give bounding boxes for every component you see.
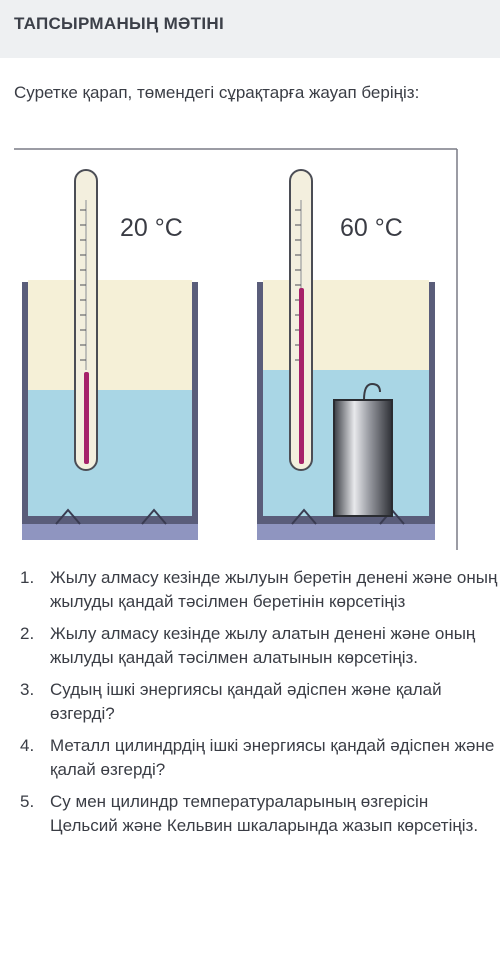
question-text: Жылу алмасу кезінде жылуын беретін денен… bbox=[50, 568, 498, 611]
right-air bbox=[263, 280, 429, 370]
left-thermometer bbox=[74, 169, 98, 471]
left-air bbox=[28, 280, 192, 390]
question-text: Металл цилиндрдің ішкі энергиясы қандай … bbox=[50, 736, 495, 779]
left-water bbox=[28, 390, 192, 516]
question-number: 4. bbox=[20, 736, 35, 755]
metal-cylinder bbox=[333, 382, 393, 517]
list-item: 3. Судың ішкі энергиясы қандай әдіспен жә… bbox=[20, 678, 500, 726]
left-temperature-label: 20 °C bbox=[120, 214, 183, 242]
right-mercury-column bbox=[299, 288, 304, 464]
left-mercury-column bbox=[84, 372, 89, 464]
list-item: 5. Су мен цилиндр температураларының өзге… bbox=[20, 790, 500, 838]
cylinder-body bbox=[333, 399, 393, 517]
question-number: 3. bbox=[20, 680, 35, 699]
question-text: Су мен цилиндр температураларының өзгері… bbox=[50, 792, 479, 835]
task-header: ТАПСЫРМАНЫҢ МӘТІНІ bbox=[0, 0, 500, 58]
right-beaker bbox=[257, 280, 435, 540]
experiment-figure: 20 °C 60 °C bbox=[14, 148, 458, 550]
left-thermometer-ticks bbox=[80, 209, 86, 361]
question-text: Жылу алмасу кезінде жылу алатын денені ж… bbox=[50, 624, 476, 667]
right-thermometer bbox=[289, 169, 313, 471]
list-item: 1. Жылу алмасу кезінде жылуын беретін ден… bbox=[20, 566, 500, 614]
right-stand bbox=[257, 524, 435, 540]
question-number: 1. bbox=[20, 568, 35, 587]
right-temperature-label: 60 °C bbox=[340, 214, 403, 242]
question-number: 2. bbox=[20, 624, 35, 643]
question-number: 5. bbox=[20, 792, 35, 811]
question-list: 1. Жылу алмасу кезінде жылуын беретін ден… bbox=[20, 566, 500, 846]
left-beaker bbox=[22, 280, 198, 540]
question-text: Судың ішкі энергиясы қандай әдіспен және… bbox=[50, 680, 442, 723]
task-intro: Суретке қарап, төмендегі сұрақтарға жауа… bbox=[14, 83, 420, 102]
left-stand bbox=[22, 524, 198, 540]
cylinder-hook bbox=[363, 382, 381, 401]
left-stand-feet bbox=[55, 508, 167, 525]
task-title: ТАПСЫРМАНЫҢ МӘТІНІ bbox=[14, 14, 224, 33]
list-item: 2. Жылу алмасу кезінде жылу алатын денені… bbox=[20, 622, 500, 670]
list-item: 4. Металл цилиндрдің ішкі энергиясы қанда… bbox=[20, 734, 500, 782]
